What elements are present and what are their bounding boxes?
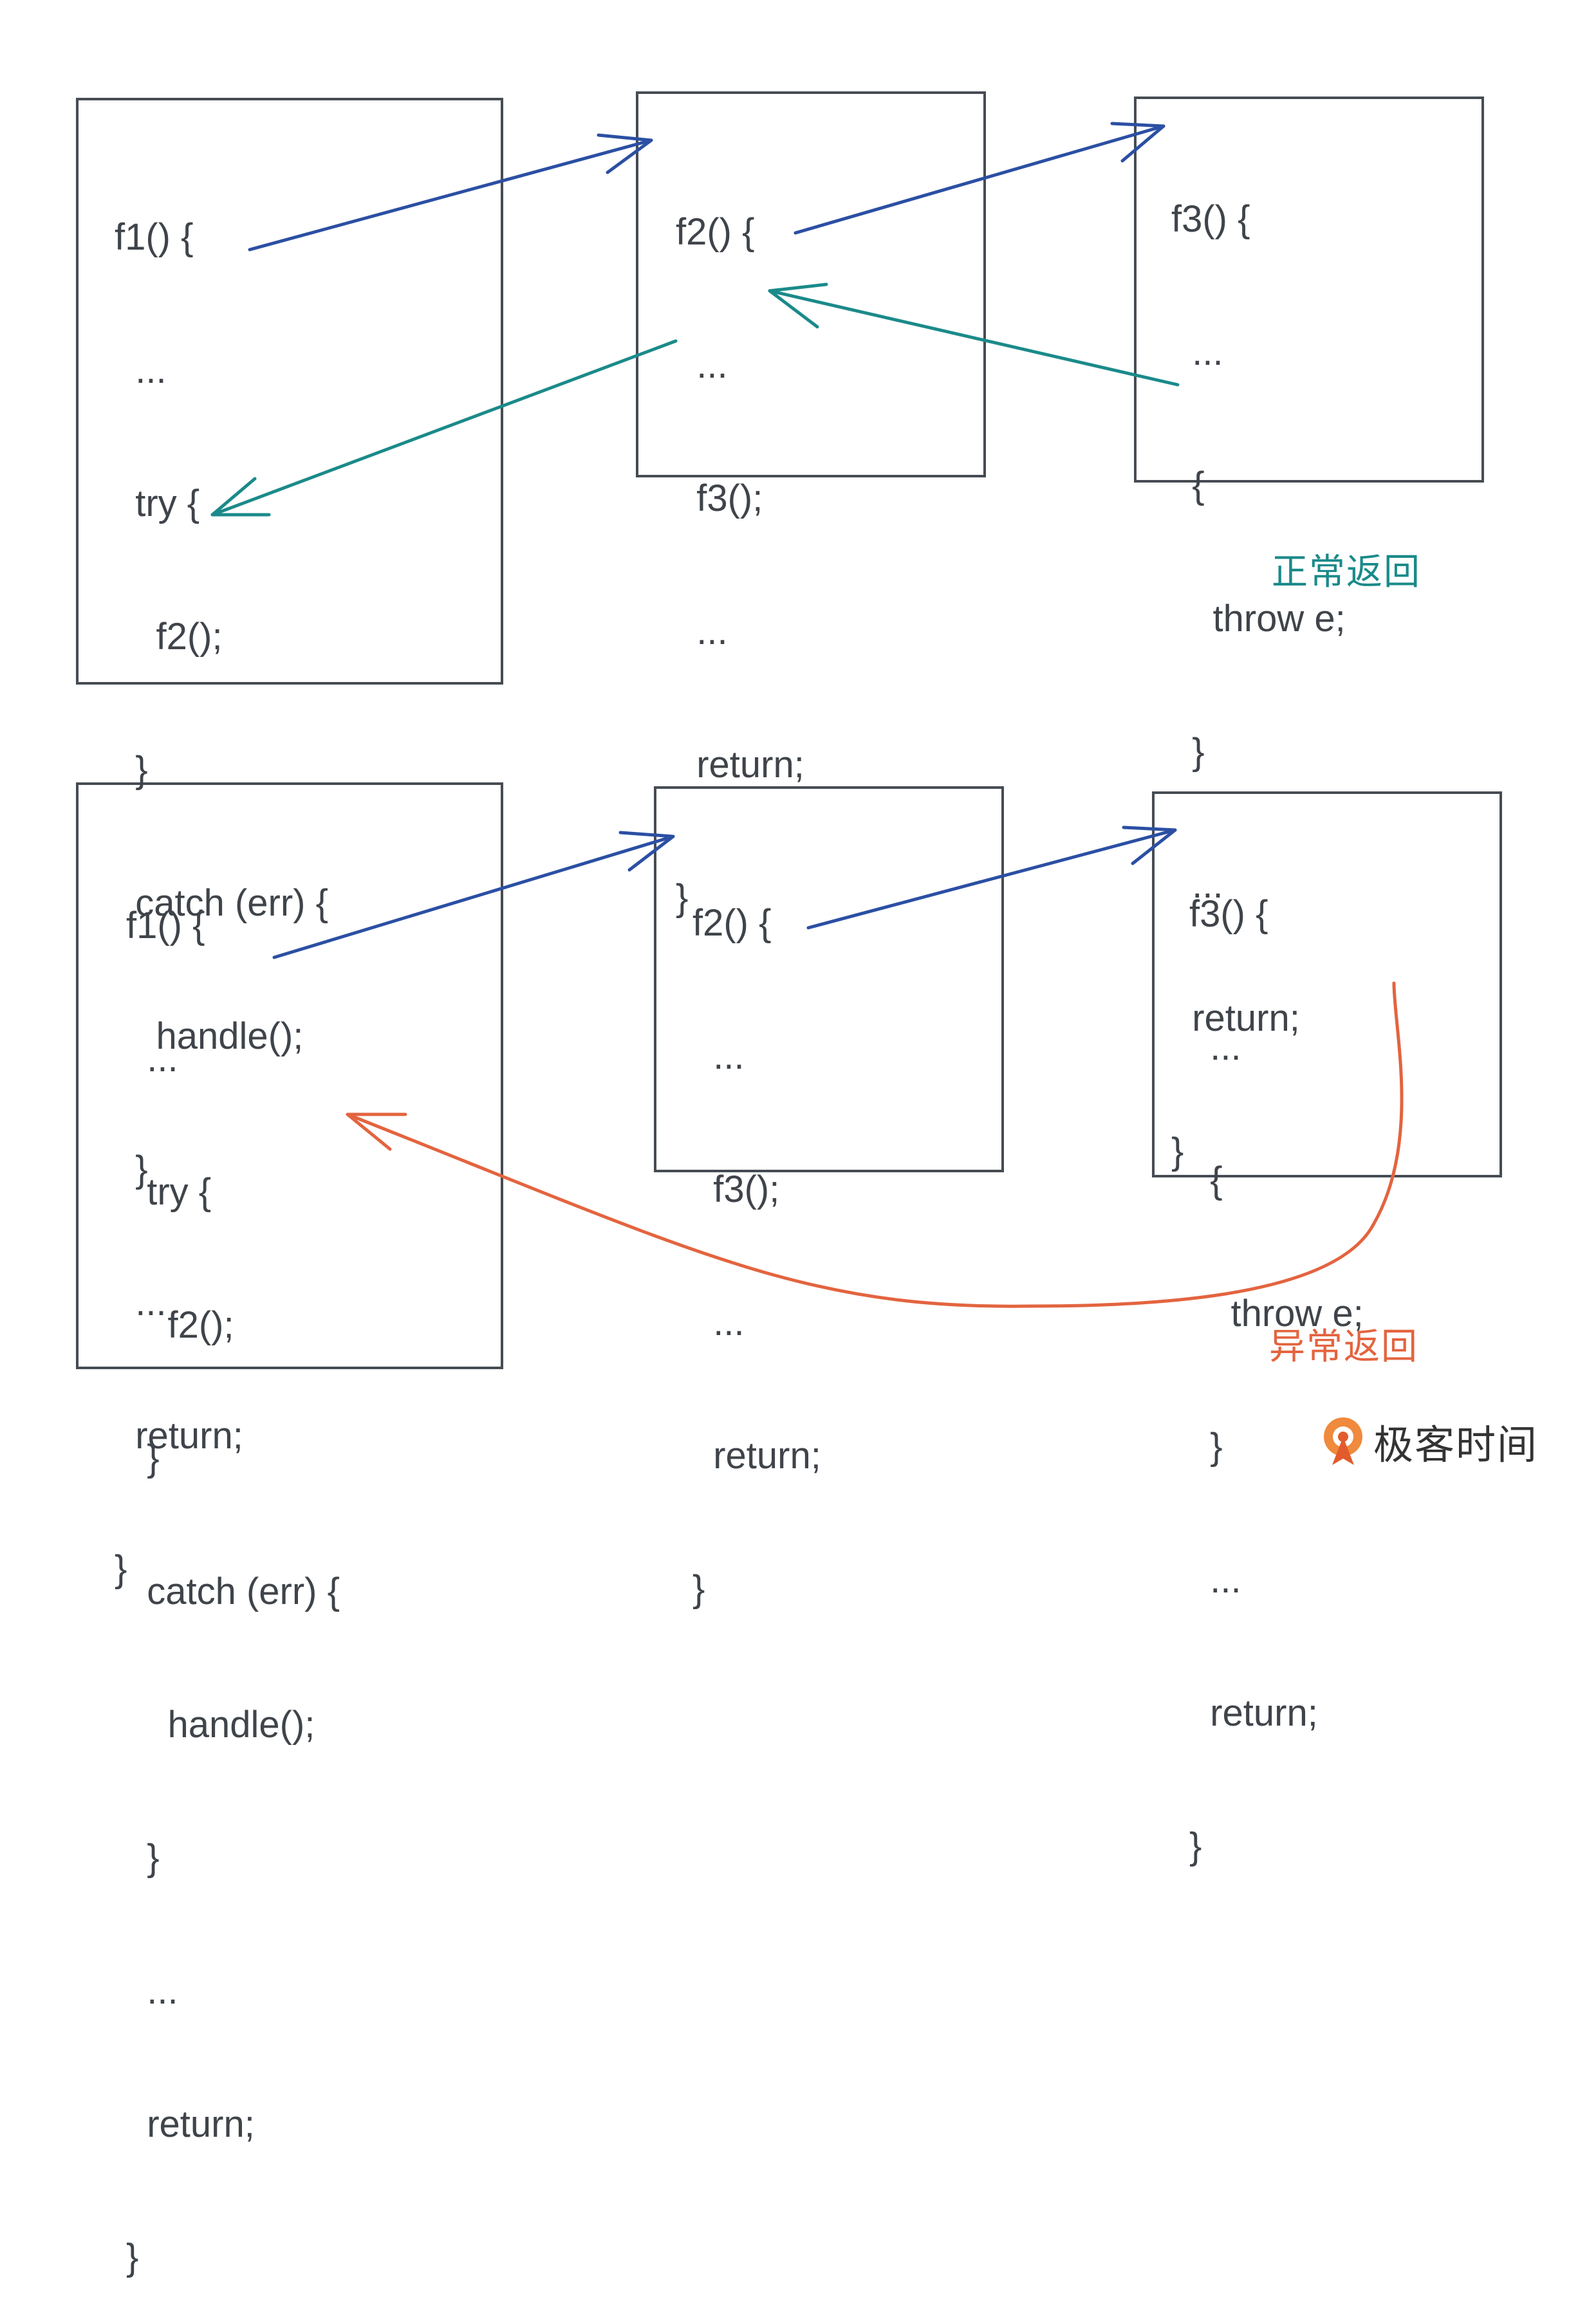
code-line: ...	[1189, 1026, 1241, 1068]
code-line: }	[115, 1148, 148, 1190]
code-line: ...	[1171, 864, 1223, 906]
code-line: }	[1189, 1825, 1202, 1867]
brand-name: 极客时间	[1373, 1421, 1539, 1468]
code-line: catch (err) {	[126, 1571, 340, 1612]
code-line: ...	[126, 1970, 178, 2012]
code-line: ...	[676, 611, 728, 652]
code-line: handle();	[126, 1704, 315, 1746]
code-line: f2() {	[676, 211, 755, 253]
code-line: ...	[126, 1038, 178, 1080]
code-line: }	[126, 2236, 139, 2278]
code-line: f3();	[676, 477, 763, 519]
code-line: ...	[692, 1302, 745, 1343]
code-line: f3() {	[1189, 893, 1268, 935]
top-f2-code: f2() { ... f3(); ... return; }	[676, 121, 804, 964]
code-line: ...	[1171, 331, 1223, 373]
code-line: f3();	[692, 1168, 780, 1210]
code-line: }	[115, 749, 148, 791]
bottom-f1-code: f1() { ... try { f2(); } catch (err) { h…	[126, 815, 340, 2324]
bottom-f2-code: f2() { ... f3(); ... return; }	[692, 812, 821, 1655]
geektime-logo-icon	[1324, 1417, 1362, 1465]
code-line: f1() {	[115, 216, 194, 258]
code-line: try {	[126, 1171, 212, 1213]
code-line: return;	[692, 1435, 821, 1477]
code-line: {	[1189, 1159, 1223, 1201]
code-line: }	[126, 1837, 160, 1879]
code-line: return;	[676, 744, 804, 786]
code-line: ...	[115, 349, 167, 391]
code-line: try {	[115, 483, 200, 524]
code-line: f1() {	[126, 905, 205, 946]
brand: 极客时间	[1319, 1409, 1538, 1473]
code-line: f2();	[115, 616, 223, 658]
code-line: }	[676, 877, 689, 919]
code-line: }	[126, 1437, 160, 1479]
code-line: ...	[692, 1035, 745, 1077]
code-line: f2() {	[692, 902, 772, 944]
normal-return-label: 正常返回	[1272, 551, 1421, 593]
code-line: ...	[1189, 1559, 1241, 1601]
code-line: throw e;	[1171, 598, 1346, 640]
code-line: }	[692, 1568, 705, 1610]
code-line: handle();	[115, 1015, 304, 1057]
top-f3-box	[1134, 97, 1484, 483]
code-line: ...	[115, 1282, 167, 1323]
exception-return-label: 异常返回	[1269, 1326, 1418, 1368]
code-line: }	[1171, 731, 1205, 773]
code-line: ...	[676, 344, 728, 386]
code-line: return;	[1189, 1692, 1318, 1734]
code-line: return;	[115, 1415, 243, 1457]
code-line: {	[1171, 465, 1205, 506]
code-line: return;	[126, 2103, 255, 2145]
code-line: f2();	[126, 1304, 234, 1346]
code-line: }	[1189, 1426, 1223, 1468]
code-line: f3() {	[1171, 198, 1250, 240]
